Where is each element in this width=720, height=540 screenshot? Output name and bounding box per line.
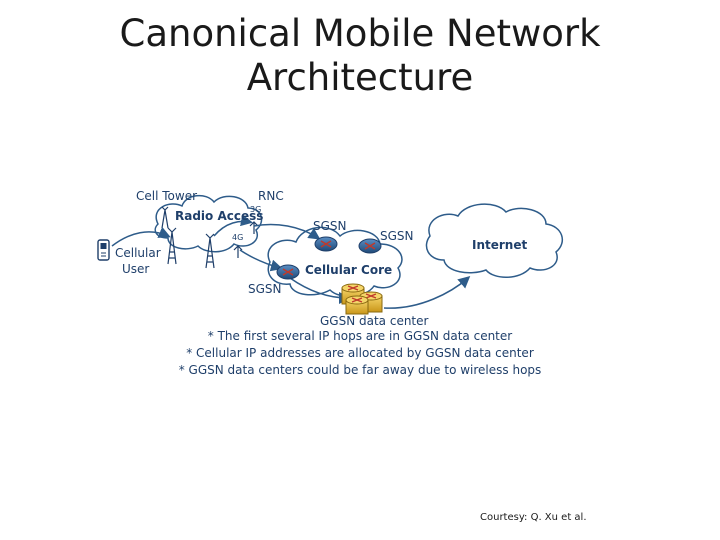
ggsn-data-center-icon: [341, 283, 383, 315]
gen-marker-3g: 3G: [250, 205, 261, 214]
rnc-label: RNC: [258, 189, 284, 203]
credit-text: Courtesy: Q. Xu et al.: [480, 512, 587, 523]
slide-title-line2: Architecture: [246, 56, 474, 99]
radio-access-label: Radio Access: [175, 209, 263, 223]
sgsn-right-label: SGSN: [380, 229, 414, 243]
radio-access-cloud: [154, 194, 263, 253]
cellular-phone-icon: [97, 239, 110, 261]
ggsn-data-center-label: GGSN data center: [320, 314, 429, 328]
cellular-user-label-line1: Cellular: [115, 246, 161, 260]
note-line: * The first several IP hops are in GGSN …: [207, 329, 513, 343]
internet-cloud: [425, 203, 564, 278]
cell-tower-icon: [161, 206, 169, 229]
sgsn-router-icon: [358, 238, 382, 254]
slide-title: Canonical Mobile Network Architecture: [0, 12, 720, 100]
ggsn-to-internet-arrow: [383, 276, 471, 309]
cellular-user-label-line2: User: [122, 262, 149, 276]
cell-tower-icon: [205, 233, 215, 269]
tower-to-rnc-arrow: [213, 214, 253, 237]
sgsn-router-icon: [276, 264, 300, 280]
rnc-to-sgsn-arrow: [253, 223, 321, 240]
note-line: * GGSN data centers could be far away du…: [178, 363, 542, 377]
rnc-to-bottom-sgsn-arrow: [239, 249, 283, 272]
sgsn-router-icon: [314, 236, 338, 252]
diagram-notes: * The first several IP hops are in GGSN …: [150, 328, 570, 379]
cell-tower-label: Cell Tower: [136, 189, 197, 203]
slide-title-line1: Canonical Mobile Network: [119, 12, 601, 55]
note-line: * Cellular IP addresses are allocated by…: [186, 346, 534, 360]
gen-marker-4g: 4G: [232, 233, 243, 242]
sgsn-bottom-label: SGSN: [248, 282, 282, 296]
cellular-core-label: Cellular Core: [305, 263, 392, 277]
phone-to-tower-arrow: [111, 226, 171, 247]
sgsn-top-label: SGSN: [313, 219, 347, 233]
internet-label: Internet: [472, 238, 527, 252]
